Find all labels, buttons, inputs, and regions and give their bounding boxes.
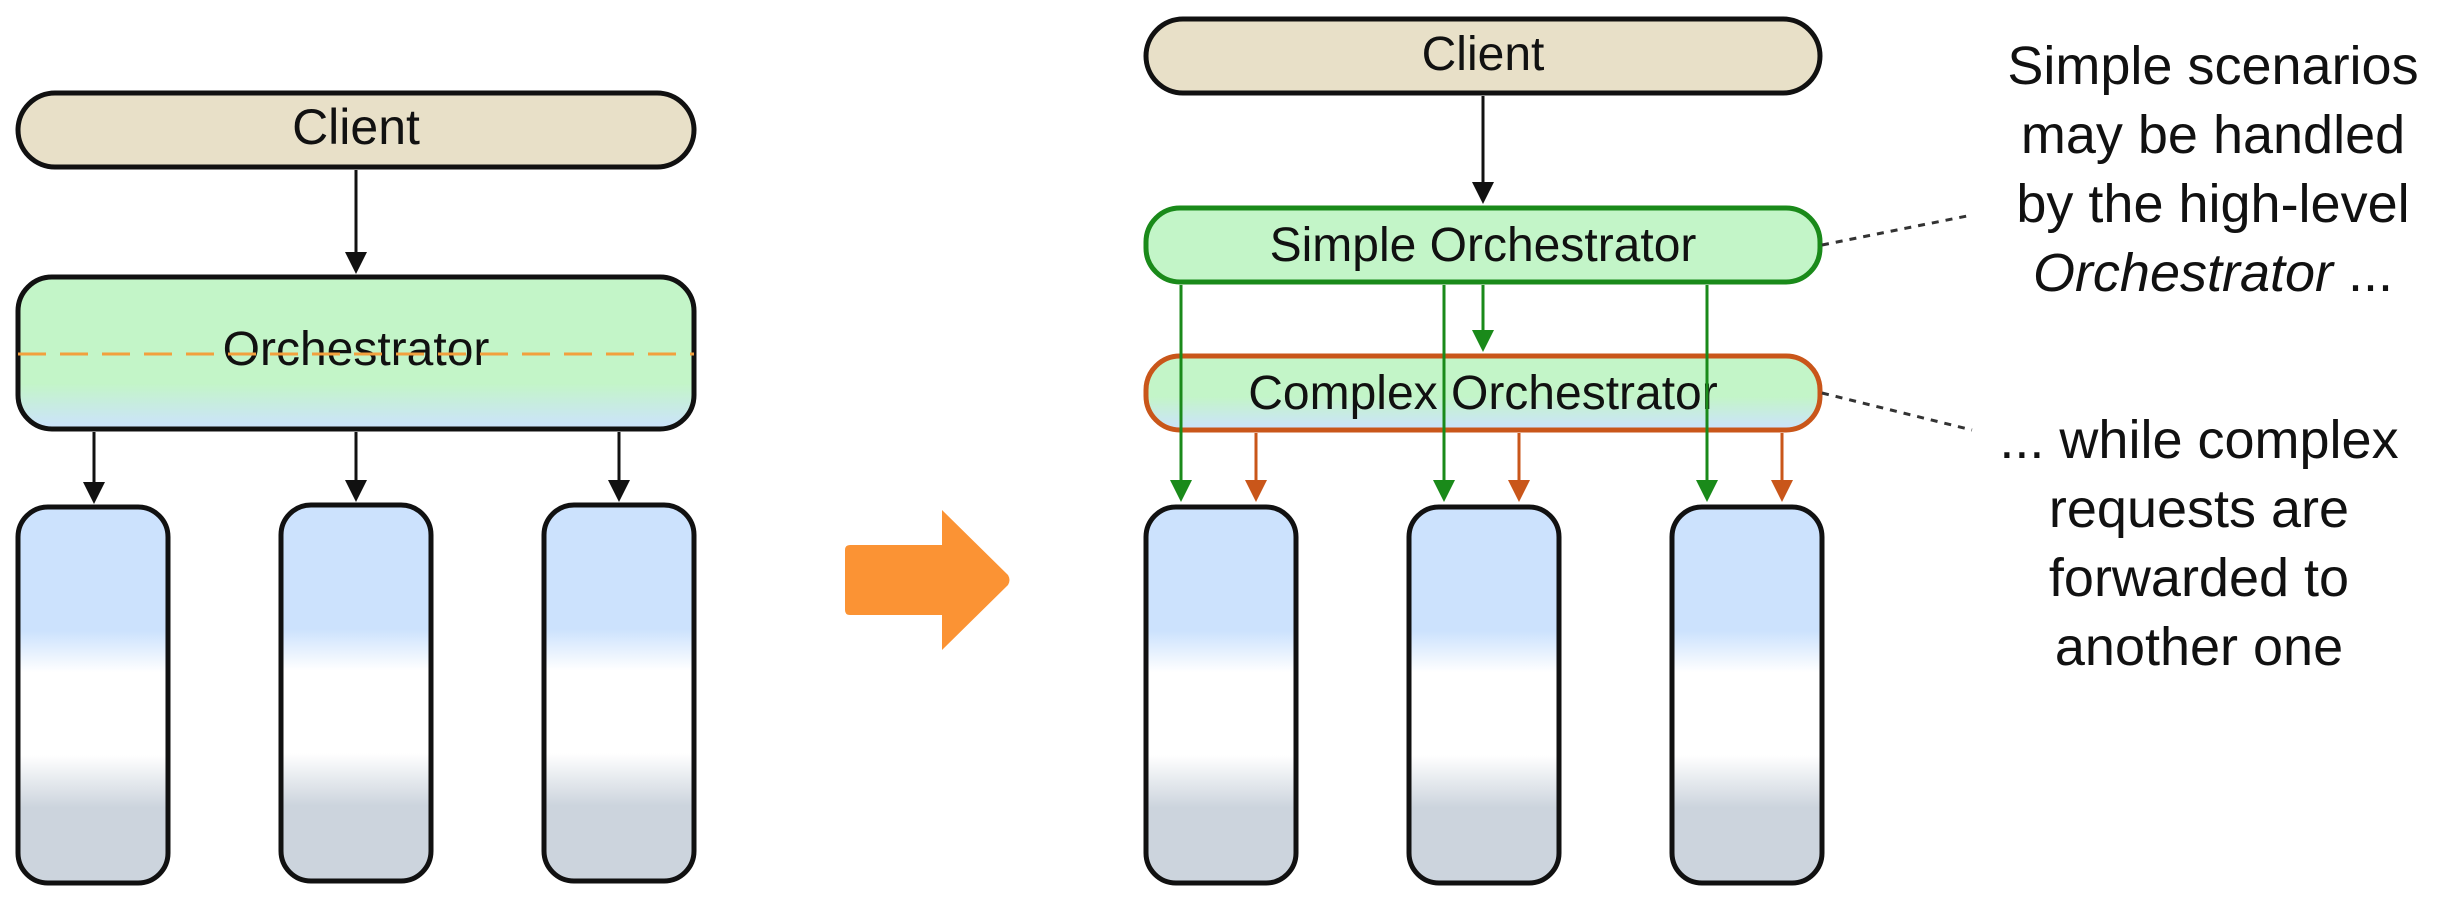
after-client-box: Client xyxy=(1143,16,1823,96)
before-client-box: Client xyxy=(15,90,697,170)
before-orchestrator-box: Orchestrator xyxy=(15,274,697,432)
before-client-label: Client xyxy=(292,99,420,155)
complex-note: ... while complex requests are forwarded… xyxy=(1999,410,2398,677)
after-services xyxy=(1143,504,1825,886)
simple-to-service-arrows xyxy=(1170,285,1718,502)
simple-orchestrator-label: Simple Orchestrator xyxy=(1270,219,1697,272)
complex-note-line: another one xyxy=(2055,617,2343,677)
after-service-box xyxy=(1406,504,1562,886)
simple-orchestrator-box: Simple Orchestrator xyxy=(1143,205,1823,285)
before-services xyxy=(15,502,697,886)
simple-note: Simple scenarios may be handled by the h… xyxy=(2007,36,2418,303)
simple-note-ellipsis: ... xyxy=(2333,243,2393,303)
before-service-arrow xyxy=(345,432,367,502)
simple-note-connector xyxy=(1821,213,1973,247)
orange-service-arrow xyxy=(1508,433,1530,502)
before-client-to-orchestrator-arrow xyxy=(345,170,367,274)
after-client-to-simple-arrow xyxy=(1472,96,1494,204)
before-orchestrator-label: Orchestrator xyxy=(223,323,490,376)
before-service-arrow xyxy=(83,432,105,504)
before-service-box xyxy=(278,502,434,884)
simple-note-line: Simple scenarios xyxy=(2007,36,2418,96)
right-arrow-icon xyxy=(845,510,1010,650)
complex-orchestrator-label: Complex Orchestrator xyxy=(1248,367,1717,420)
after-service-box xyxy=(1143,504,1299,886)
green-service-arrow xyxy=(1170,285,1192,502)
before-service-box xyxy=(541,502,697,884)
complex-note-connector xyxy=(1821,391,1973,432)
orange-service-arrow xyxy=(1245,433,1267,502)
simple-to-complex-arrow xyxy=(1472,285,1494,352)
complex-to-service-arrows xyxy=(1245,433,1793,502)
complex-note-line: ... while complex xyxy=(1999,410,2398,470)
after-service-box xyxy=(1669,504,1825,886)
green-service-arrow xyxy=(1433,285,1455,502)
after-client-label: Client xyxy=(1422,28,1545,81)
before-service-box xyxy=(15,504,171,886)
complex-orchestrator-box: Complex Orchestrator xyxy=(1143,353,1823,433)
simple-note-line: may be handled xyxy=(2021,105,2405,165)
complex-note-line: forwarded to xyxy=(2049,548,2349,608)
before-architecture: Client Orchestrator xyxy=(15,90,697,886)
after-architecture: Client Simple Orchestrator Complex Orche… xyxy=(1143,16,1825,886)
before-service-arrow xyxy=(608,432,630,502)
green-service-arrow xyxy=(1696,285,1718,502)
before-service-arrows xyxy=(83,432,630,504)
simple-note-line: Orchestrator ... xyxy=(2033,243,2393,303)
simple-note-line: by the high-level xyxy=(2016,174,2409,234)
complex-note-line: requests are xyxy=(2049,479,2349,539)
simple-note-emphasis: Orchestrator xyxy=(2033,243,2335,303)
orange-service-arrow xyxy=(1771,433,1793,502)
